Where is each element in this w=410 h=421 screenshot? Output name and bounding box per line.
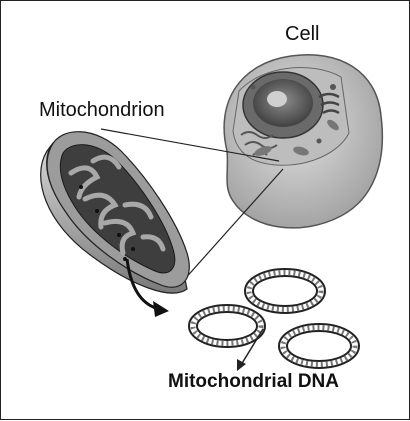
arrow-to-dna xyxy=(125,258,169,317)
cell-label: Cell xyxy=(285,23,320,45)
mtdna-dot xyxy=(117,233,121,237)
label-arrow-line xyxy=(240,328,264,366)
golgi-apparatus xyxy=(318,92,340,115)
dna-ring-top xyxy=(244,268,326,314)
callout-line-top xyxy=(100,128,280,162)
mitochondrial-dna-label: Mitochondrial DNA xyxy=(168,371,339,392)
cell-illustration xyxy=(223,54,384,229)
label-arrow xyxy=(237,328,264,371)
arrow-head xyxy=(153,301,169,317)
cell-mitochondrion-2 xyxy=(293,146,309,156)
cell-mitochondrion-1 xyxy=(254,146,272,156)
callout-line-bottom xyxy=(182,168,284,282)
mtdna-rings xyxy=(188,268,360,369)
callout-lines xyxy=(100,128,284,282)
dna-ring-left xyxy=(188,304,266,348)
vesicle xyxy=(316,138,322,144)
vesicle xyxy=(250,84,256,90)
mtdna-dot xyxy=(95,209,99,213)
cell-mitochondrion-3 xyxy=(327,119,339,131)
mtdna-dot xyxy=(131,247,135,251)
nucleolus xyxy=(267,91,287,107)
vesicle xyxy=(330,84,336,90)
mitochondrion-label: Mitochondrion xyxy=(39,99,165,121)
label-arrow-head xyxy=(237,359,246,371)
dna-ring-right xyxy=(278,323,360,369)
mitochondrion-illustration xyxy=(40,131,190,294)
mtdna-dot xyxy=(79,185,83,189)
mitochondrion-cristae xyxy=(68,154,166,256)
